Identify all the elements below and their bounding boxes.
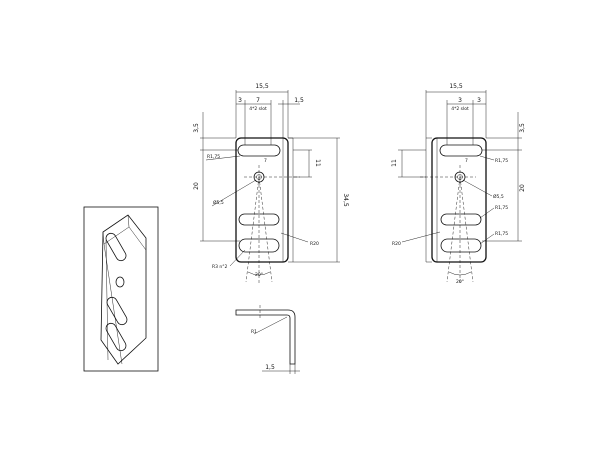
left-dim-7: 7 [256, 97, 260, 104]
left-dim-1-5: 1,5 [294, 97, 304, 104]
left-plate-outline [235, 137, 289, 263]
left-dim-15-5: 15,5 [255, 83, 269, 90]
right-r1-75-top: R1,75 [495, 158, 508, 164]
right-r1-75-bot: R1,75 [495, 231, 508, 237]
iso-hole [115, 276, 125, 288]
left-slot-note: 4*2 slot [249, 106, 267, 112]
isometric-view [83, 206, 159, 372]
right-slot-top [439, 144, 483, 157]
right-dim-15-5: 15,5 [449, 83, 463, 90]
left-angle: 20° [255, 272, 263, 278]
left-dim-3-5: 3,5 [193, 123, 200, 133]
iso-slot-bot [105, 322, 127, 352]
left-dim-3: 3 [238, 97, 242, 104]
section-view: R1 1,5 [235, 305, 300, 374]
left-dim-20: 20 [193, 182, 200, 190]
right-dim-3-5: 3,5 [519, 123, 526, 133]
section-profile [235, 309, 296, 365]
left-r3: R3 n°2 [212, 264, 228, 270]
section-dim-1-5: 1,5 [265, 364, 275, 371]
right-view: 15,5 3 3 4*2 slot 3,5 20 11 R1,75 7 Ø5,5… [391, 83, 526, 285]
left-view: 15,5 3 7 4*2 slot 1,5 3,5 20 R1,75 7 Ø5,… [193, 83, 349, 285]
iso-slot-top [105, 232, 127, 262]
section-r1: R1 [251, 329, 257, 335]
left-dia-5-5: Ø5,5 [213, 199, 224, 206]
isometric-frame [83, 206, 159, 372]
right-plate-outline [431, 137, 487, 263]
right-dia-5-5: Ø5,5 [493, 193, 504, 200]
right-dim-3b: 3 [477, 97, 481, 104]
right-slot-mid [440, 213, 482, 226]
left-r-7: 7 [264, 158, 267, 164]
left-dim-34-5: 34,5 [342, 193, 349, 207]
right-slot-bot [440, 238, 482, 253]
right-angle: 20° [456, 279, 464, 285]
left-r1-75: R1,75 [207, 154, 220, 160]
left-r20: R20 [310, 241, 319, 247]
right-dim-11: 11 [391, 159, 398, 167]
right-slot-note: 4*2 slot [451, 106, 469, 112]
left-dim-11: 11 [314, 159, 321, 167]
iso-slot-mid [106, 296, 128, 326]
right-dim-20: 20 [519, 184, 526, 192]
right-r20: R20 [392, 241, 401, 247]
right-r-7: 7 [465, 158, 468, 164]
left-slot-top [237, 144, 281, 157]
right-dim-3a: 3 [458, 97, 462, 104]
right-r1-75-mid: R1,75 [495, 205, 508, 211]
